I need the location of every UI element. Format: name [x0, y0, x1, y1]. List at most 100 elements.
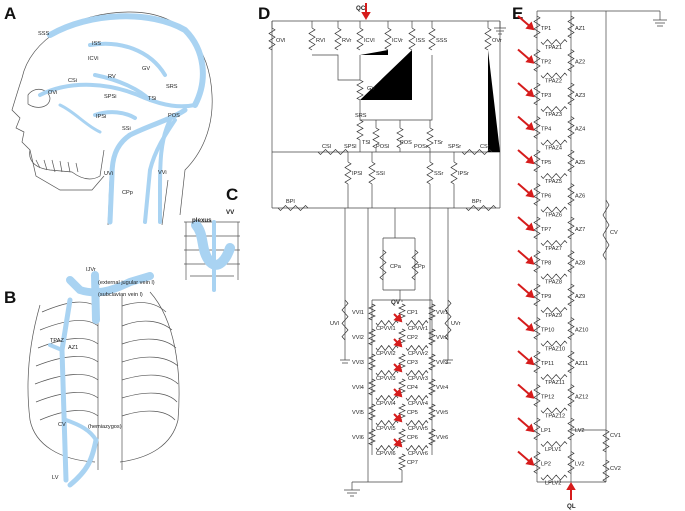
resistor-sinus-v2: [426, 127, 434, 149]
resistor-az2-1: [567, 49, 575, 72]
resistor-tp5-4: [533, 149, 541, 173]
resistor-az11-10: [567, 350, 575, 374]
label-lv2-13: LV2: [575, 462, 585, 468]
d-uv-right: [443, 208, 453, 364]
label-tsr: TSr: [434, 140, 443, 146]
resistor-tp3-2: [533, 82, 541, 106]
resistor-cpvvr5: [405, 419, 429, 427]
resistor-vvl5: [368, 403, 376, 421]
arrow-cp-4: [393, 388, 403, 398]
resistor-tpaz8: [540, 273, 568, 280]
panel-b: B IJVr: [4, 267, 180, 488]
vertebral-bottom-wire: [368, 300, 403, 483]
arrow-ql: [566, 482, 576, 500]
label-plexus: plexus: [192, 217, 212, 224]
resistor-bpr: [465, 205, 497, 211]
label-tpaz10: TPAZ10: [545, 347, 565, 353]
arrow-cp-1: [393, 313, 403, 323]
resistor-az5-4: [567, 149, 575, 173]
label-cv1: CV1: [610, 433, 621, 439]
resistor-sss: [428, 27, 436, 51]
label-tpaz3: TPAZ3: [545, 112, 562, 118]
resistor-az12-11: [567, 384, 575, 407]
label-cp4: CP4: [407, 385, 418, 391]
arrow-e-7: [517, 216, 535, 232]
resistor-az10-9: [567, 317, 575, 340]
panel-b-label: B: [4, 288, 16, 307]
resistor-lplv2: [540, 474, 568, 481]
label-vvl4: VVl4: [352, 385, 364, 391]
resistor-rvl: [308, 27, 316, 51]
arrow-e-6: [517, 182, 535, 198]
label-sss: SSS: [38, 31, 49, 37]
label-tp1-0: TP1: [541, 26, 551, 32]
label-cv: CV: [58, 422, 66, 428]
label-cpvvl6: CPVVl6: [376, 451, 396, 457]
d-top-resistors: [268, 21, 500, 152]
resistor-tp2-1: [533, 49, 541, 72]
resistor-tp4-3: [533, 116, 541, 139]
label-qc: QC: [356, 5, 366, 12]
label-ovr: OVr: [492, 38, 502, 44]
arrow-e-3: [517, 82, 535, 98]
resistor-icvl: [356, 27, 364, 51]
resistor-tpaz1: [540, 38, 568, 46]
label-ipsl: IPSl: [352, 171, 362, 177]
label-csi: CSi: [68, 78, 77, 84]
label-vvi: VVi: [158, 170, 167, 176]
resistor-cpvvr6: [405, 444, 429, 452]
resistor-tpaz5: [540, 172, 568, 180]
panel-b-labels: IJVr (external jugular vein l) (subclavi…: [50, 267, 155, 481]
label-vv: VV: [226, 209, 235, 216]
resistor-vvl3: [368, 353, 376, 371]
resistor-gv: [356, 79, 364, 101]
label-vvl3: VVl3: [352, 360, 364, 366]
panel-e-label: E: [512, 4, 523, 23]
label-ipsi: IPSi: [96, 114, 106, 120]
resistor-cpvvr1: [405, 319, 429, 327]
resistor-cv2: [602, 459, 610, 483]
label-tp12-11: TP12: [541, 395, 554, 401]
label-tpaz1: TPAZ1: [545, 45, 562, 51]
arrow-e-9: [517, 283, 535, 299]
label-cp6: CP6: [407, 435, 418, 441]
label-lv: LV: [52, 475, 59, 481]
label-bpr: BPr: [472, 199, 481, 205]
skull-teeth: [35, 159, 79, 173]
resistor-vvr5: [428, 403, 436, 421]
resistor-lp1-12: [533, 417, 541, 441]
label-spsl: SPSl: [344, 144, 356, 150]
label-srs-d: SRS: [355, 113, 367, 119]
panel-a-label: A: [4, 4, 16, 23]
label-cpvvr2: CPVVr2: [408, 351, 428, 357]
resistor-lp2-13: [533, 451, 541, 474]
panel-c-label: C: [226, 185, 238, 204]
arrow-cp-6: [393, 438, 403, 448]
label-external-jugular: (external jugular vein l): [98, 280, 155, 286]
label-lp1-12: LP1: [541, 428, 551, 434]
label-tpaz11: TPAZ11: [545, 380, 565, 386]
label-tpaz9: TPAZ9: [545, 313, 562, 319]
arrow-e-14: [517, 450, 535, 466]
label-az1: AZ1: [68, 345, 78, 351]
label-az2-1: AZ2: [575, 60, 585, 66]
label-cpvvr6: CPVVr6: [408, 451, 428, 457]
label-cpvvr1: CPVVr1: [408, 326, 428, 332]
label-rvl: RVl: [316, 38, 325, 44]
label-vvr3: VVr3: [436, 360, 448, 366]
veins-thorax: [48, 271, 154, 488]
resistor-ssr: [426, 161, 434, 185]
label-lv2-12: LV2: [575, 428, 585, 434]
label-vvr6: VVr6: [436, 435, 448, 441]
label-uvr: UVr: [451, 321, 461, 327]
label-lplv1: LPLV1: [545, 447, 561, 453]
label-sss: SSS: [436, 38, 447, 44]
label-az6-5: AZ6: [575, 194, 585, 200]
label-tp11-10: TP11: [541, 361, 554, 367]
